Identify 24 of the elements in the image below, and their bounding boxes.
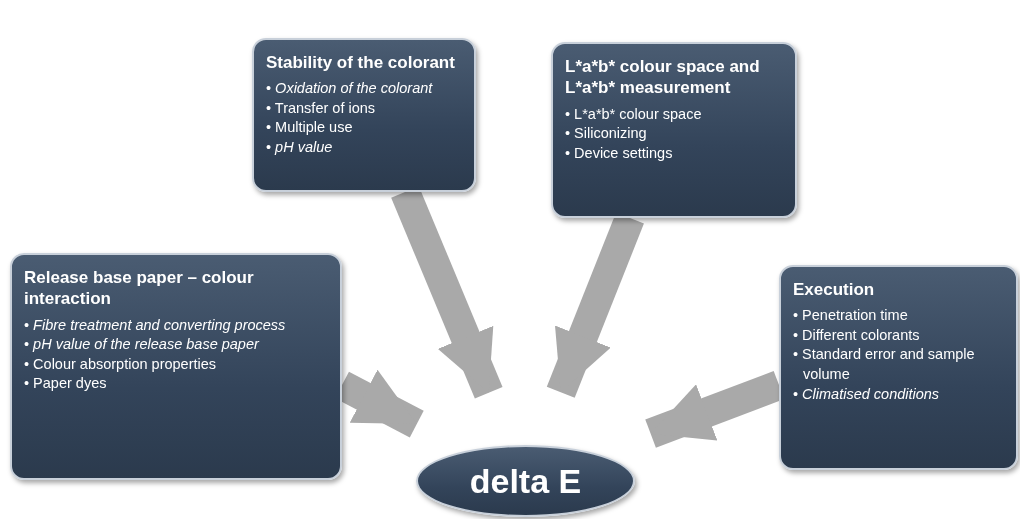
box-heading: L*a*b* colour space and L*a*b* measurement (565, 56, 761, 99)
bullet-item: • Standard error and sample volume (793, 345, 976, 384)
bullet-item: • Paper dyes (24, 374, 108, 394)
factor-box (10, 253, 342, 480)
bullet-item: • pH value (266, 137, 334, 157)
bullet-item: • Transfer of ions (266, 98, 377, 118)
bullet-item: • Siliconizing (565, 124, 648, 144)
bullet-item: • L*a*b* colour space (565, 104, 703, 124)
bullet-item: • Oxidation of the colorant (266, 79, 434, 99)
bullet-item: • Different colorants (793, 325, 921, 345)
bullet-item: • Climatised conditions (793, 384, 941, 404)
bullet-item: • Multiple use (266, 118, 354, 138)
factor-box (551, 42, 797, 218)
bullet-item: • Penetration time (793, 306, 909, 326)
result-label: delta E (469, 461, 582, 501)
bullet-item: • Fibre treatment and converting process (24, 315, 287, 335)
bullet-item: • Colour absorption properties (24, 354, 218, 374)
box-heading: Execution (793, 279, 876, 301)
box-heading: Release base paper – colour interaction (24, 267, 255, 310)
box-heading: Stability of the colorant (266, 52, 456, 74)
bullet-item: • pH value of the release base paper (24, 335, 261, 355)
bullet-item: • Device settings (565, 143, 674, 163)
factor-box (779, 265, 1018, 470)
factor-box (252, 38, 476, 192)
